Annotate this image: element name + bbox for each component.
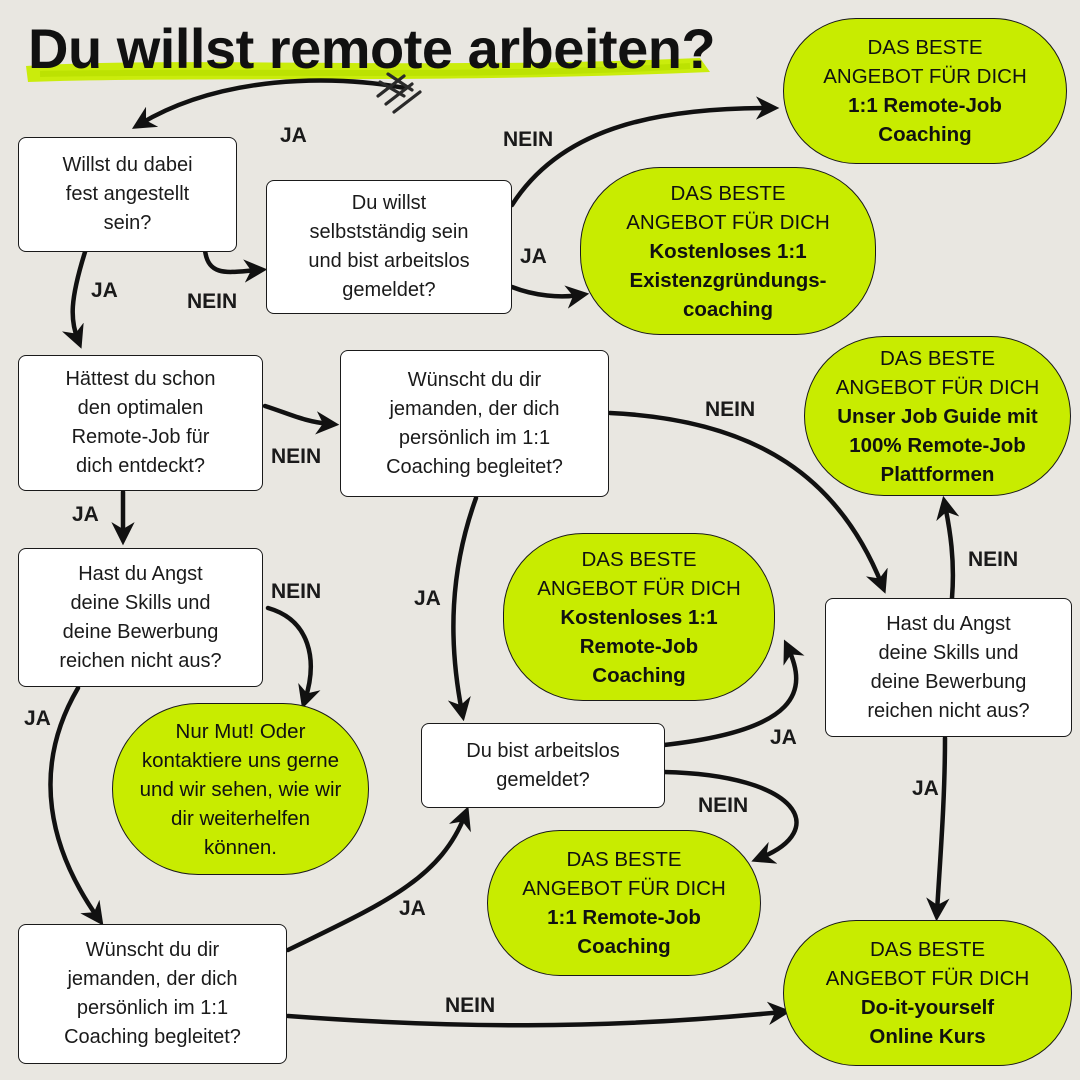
arrow-coach-nein xyxy=(607,410,888,594)
offer-title: Kostenloses 1:1 Existenzgründungs- coach… xyxy=(629,239,827,321)
offer-heading: DAS BESTE ANGEBOT FÜR DICH xyxy=(626,181,830,234)
arrow-coach-bottom-ja xyxy=(285,806,471,953)
edge-label-nein: NEIN xyxy=(698,794,749,817)
question-text: Du willst selbstständig sein und bist ar… xyxy=(308,192,470,301)
edge-label-ja: JA xyxy=(399,897,426,920)
arrow-arbeitslos-ja xyxy=(661,639,805,748)
question-coaching-begleitung-bottom: Wünscht du dir jemanden, der dich persön… xyxy=(18,924,287,1064)
edge-label-ja: JA xyxy=(280,124,307,147)
edge-label-nein: NEIN xyxy=(968,548,1019,571)
question-text: Wünscht du dir jemanden, der dich persön… xyxy=(64,939,241,1048)
offer-heading: DAS BESTE ANGEBOT FÜR DICH xyxy=(522,848,726,900)
edge-label-nein: NEIN xyxy=(187,290,238,313)
question-angst-skills-left: Hast du Angst deine Skills und deine Bew… xyxy=(18,548,263,687)
edge-label-ja: JA xyxy=(24,707,51,730)
edge-label-nein: NEIN xyxy=(705,398,756,421)
question-text: Du bist arbeitslos gemeldet? xyxy=(466,739,620,791)
offer-remote-job-coaching-top: DAS BESTE ANGEBOT FÜR DICH 1:1 Remote-Jo… xyxy=(783,18,1067,164)
offer-heading: DAS BESTE ANGEBOT FÜR DICH xyxy=(537,547,741,600)
arrow-fest-nein xyxy=(202,247,268,283)
arrow-angst-nein xyxy=(265,605,321,709)
offer-title: Do-it-yourself Online Kurs xyxy=(860,996,995,1048)
title-highlight-brush xyxy=(39,63,691,77)
arrow-start xyxy=(131,78,408,129)
question-text: Wünscht du dir jemanden, der dich persön… xyxy=(386,368,563,478)
edge-label-nein: NEIN xyxy=(271,445,322,468)
offer-existenzgruendung: DAS BESTE ANGEBOT FÜR DICH Kostenloses 1… xyxy=(580,167,876,335)
question-coaching-begleitung-mid: Wünscht du dir jemanden, der dich persön… xyxy=(340,350,609,497)
edge-label-ja: JA xyxy=(91,279,118,302)
offer-title: Kostenloses 1:1 Remote-Job Coaching xyxy=(560,605,718,687)
mut-text: Nur Mut! Oder kontaktiere uns gerne und … xyxy=(139,719,342,859)
question-angst-skills-right: Hast du Angst deine Skills und deine Bew… xyxy=(825,598,1072,737)
offer-job-guide: DAS BESTE ANGEBOT FÜR DICH Unser Job Gui… xyxy=(804,336,1071,496)
arrow-job-nein xyxy=(262,403,340,435)
arrow-selbst-nein xyxy=(509,96,780,208)
offer-heading: DAS BESTE ANGEBOT FÜR DICH xyxy=(823,36,1027,88)
question-text: Hast du Angst deine Skills und deine Bew… xyxy=(59,562,222,672)
arrow-selbst-ja xyxy=(509,284,590,309)
offer-kostenlos-remote-coaching: DAS BESTE ANGEBOT FÜR DICH Kostenloses 1… xyxy=(503,533,775,701)
edge-label-nein: NEIN xyxy=(503,128,554,151)
arrow-arbeitslos-nein xyxy=(661,769,799,864)
edge-label-nein: NEIN xyxy=(445,994,496,1017)
arrow-angst-right-ja xyxy=(926,735,950,922)
arrow-coach-ja xyxy=(447,495,479,722)
arrow-fletching-icon xyxy=(376,72,422,114)
edge-label-ja: JA xyxy=(912,777,939,800)
offer-remote-job-coaching-bottom: DAS BESTE ANGEBOT FÜR DICH 1:1 Remote-Jo… xyxy=(487,830,761,976)
offer-heading: DAS BESTE ANGEBOT FÜR DICH xyxy=(825,938,1030,990)
arrow-fest-ja xyxy=(61,249,88,349)
offer-mut-kontakt: Nur Mut! Oder kontaktiere uns gerne und … xyxy=(112,703,369,875)
arrow-angst-right-nein xyxy=(936,495,960,601)
edge-label-ja: JA xyxy=(770,726,797,749)
question-text: Willst du dabei fest angestellt sein? xyxy=(62,154,193,234)
question-selbststaendig: Du willst selbstständig sein und bist ar… xyxy=(266,180,512,314)
question-text: Hättest du schon den optimalen Remote-Jo… xyxy=(65,368,216,477)
edge-label-nein: NEIN xyxy=(271,580,322,603)
question-remote-job-entdeckt: Hättest du schon den optimalen Remote-Jo… xyxy=(18,355,263,491)
arrow-coach-bottom-nein xyxy=(285,1001,792,1028)
question-arbeitslos: Du bist arbeitslos gemeldet? xyxy=(421,723,665,808)
offer-heading: DAS BESTE ANGEBOT FÜR DICH xyxy=(835,346,1040,399)
question-text: Hast du Angst deine Skills und deine Bew… xyxy=(867,612,1030,722)
edge-label-ja: JA xyxy=(520,245,547,268)
arrow-angst-ja xyxy=(48,685,104,926)
offer-diy-online-kurs: DAS BESTE ANGEBOT FÜR DICH Do-it-yoursel… xyxy=(783,920,1072,1066)
offer-title: Unser Job Guide mit 100% Remote-Job Plat… xyxy=(837,404,1038,486)
page-title: Du willst remote arbeiten? xyxy=(28,17,716,80)
offer-title: 1:1 Remote-Job Coaching xyxy=(848,94,1002,146)
edge-label-ja: JA xyxy=(72,503,99,526)
question-fest-angestellt: Willst du dabei fest angestellt sein? xyxy=(18,137,237,252)
offer-title: 1:1 Remote-Job Coaching xyxy=(547,906,701,958)
edge-label-ja: JA xyxy=(414,587,441,610)
